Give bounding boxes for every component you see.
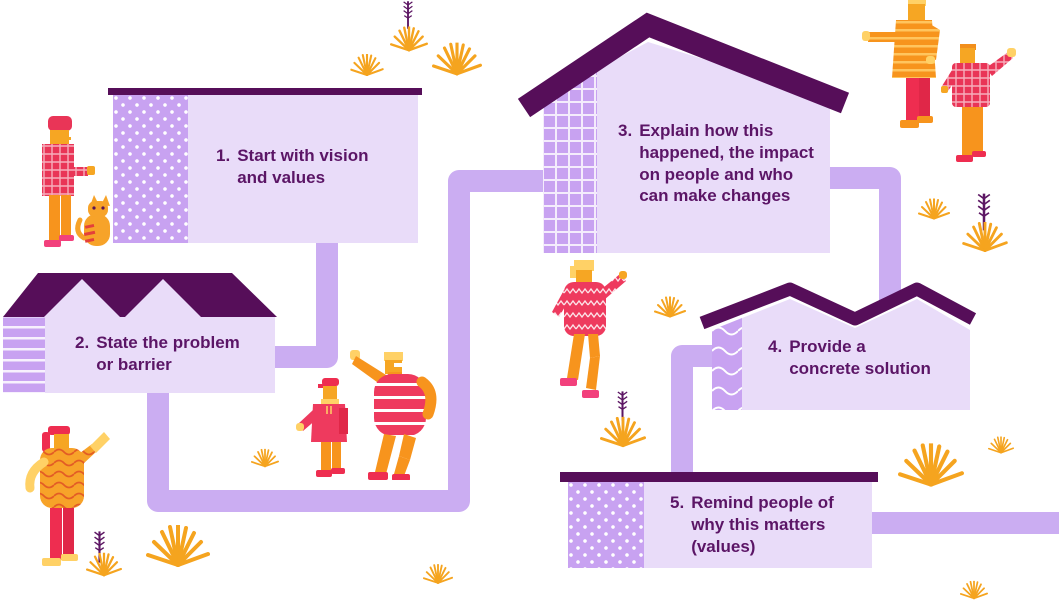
path-house1-to-house2 xyxy=(272,233,338,368)
house-step-5: 5. Remind people of why this matters (va… xyxy=(560,472,880,570)
house2-roof xyxy=(3,273,277,317)
ponytail-person xyxy=(25,426,110,566)
house-step-2: 2. State the problem or barrier xyxy=(0,270,302,395)
step-1-text: 1. Start with vision and values xyxy=(216,145,368,189)
house4-shape xyxy=(699,282,977,410)
grass-tuft xyxy=(350,54,384,76)
step-5-number: 5. xyxy=(670,493,685,512)
step-3-text: 3. Explain how this happened, the impact… xyxy=(618,120,814,207)
grass-tuft xyxy=(962,222,1008,252)
house-step-3: 3. Explain how this happened, the impact… xyxy=(518,12,863,257)
house-step-4: 4. Provide a concrete solution xyxy=(686,281,978,413)
step-5-label: Remind people of why this matters (value… xyxy=(691,493,834,556)
grass-tuft xyxy=(146,522,210,570)
house2-pattern-stripes xyxy=(3,315,45,393)
grass-tuft xyxy=(86,552,122,577)
child-with-cap xyxy=(296,378,348,477)
striding-person xyxy=(350,350,437,480)
step-5-text: 5. Remind people of why this matters (va… xyxy=(670,492,834,557)
step-3-label: Explain how this happened, the impact on… xyxy=(639,121,814,206)
house-step-1: 1. Start with vision and values xyxy=(108,88,422,243)
waving-person xyxy=(941,44,1016,162)
path-house4-to-house5 xyxy=(671,345,716,480)
step-4-text: 4. Provide a concrete solution xyxy=(768,336,931,380)
cat xyxy=(75,195,110,246)
step-2-number: 2. xyxy=(75,333,90,352)
grass-tuft xyxy=(960,580,988,600)
grass-tuft xyxy=(654,296,686,318)
path-house3-to-house4 xyxy=(826,167,901,302)
walking-person xyxy=(552,260,627,398)
house5-pattern-dots xyxy=(568,482,644,568)
house3-shape xyxy=(518,12,850,253)
step-1-number: 1. xyxy=(216,146,231,165)
step-2-text: 2. State the problem or barrier xyxy=(75,332,240,376)
grass-tuft xyxy=(432,40,482,78)
grass-tuft xyxy=(898,440,964,490)
step-2-label: State the problem or barrier xyxy=(96,333,240,374)
pointing-person xyxy=(862,0,940,128)
grass-tuft xyxy=(390,26,428,52)
grass-tuft xyxy=(988,435,1014,455)
grass-tuft xyxy=(918,198,950,220)
house1-pattern-dots xyxy=(113,95,188,243)
step-3-number: 3. xyxy=(618,121,633,140)
step-4-label: Provide a concrete solution xyxy=(789,337,931,378)
house5-roof xyxy=(560,472,878,482)
grass-tuft xyxy=(600,416,646,448)
path-house2-to-house3 xyxy=(147,170,546,512)
grass-tuft xyxy=(423,562,453,586)
step-4-number: 4. xyxy=(768,337,783,356)
person-with-cat xyxy=(42,116,110,247)
grass-tuft xyxy=(251,448,279,468)
house1-roof xyxy=(108,88,422,95)
house2-body xyxy=(3,315,275,393)
step-1-label: Start with vision and values xyxy=(237,146,369,187)
